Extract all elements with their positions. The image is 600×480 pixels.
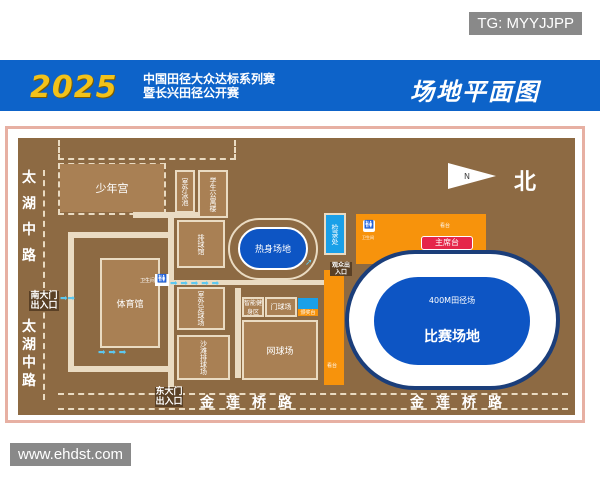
- fitness-area: 智能健身区: [242, 297, 264, 317]
- warmup-field: 热身场地: [238, 227, 308, 270]
- road-west-label-2: 太湖中路: [22, 319, 36, 389]
- route-arrow-icon: ➡➡: [60, 294, 76, 304]
- path: [168, 218, 174, 403]
- compass-letter: N: [464, 172, 470, 181]
- side-stand-label: 看台: [327, 363, 338, 369]
- path: [174, 280, 324, 285]
- page-title: 场地平面图: [410, 78, 540, 106]
- dormitory: 学生公寓楼: [198, 170, 228, 218]
- track-label: 400M田径场: [428, 296, 476, 305]
- route-arrow-icon: ➡ ➡ ➡: [98, 348, 127, 358]
- road-south-label: 金莲桥路: [200, 395, 304, 411]
- main-stand-top-label: 看台: [440, 223, 451, 229]
- path: [235, 288, 241, 378]
- path: [68, 232, 168, 238]
- gymnasium: 体育馆: [100, 258, 160, 348]
- west-road-line: [43, 170, 45, 400]
- event-year: 2025: [30, 70, 118, 105]
- restroom-icon: 🚻: [155, 274, 169, 286]
- tennis-court: 网球场: [242, 320, 318, 380]
- road-west-label: 太湖中路: [22, 170, 36, 264]
- south-road-line: [58, 408, 568, 410]
- south-gate: 南大门出入口: [29, 291, 59, 311]
- watermark-top: TG: MYYJJPP: [469, 12, 582, 35]
- competition-field: [372, 275, 532, 367]
- competition-field-label: 比赛场地: [424, 329, 480, 345]
- outdoor-pool: 室外泳池: [175, 170, 195, 213]
- main-stand: 主席台: [421, 236, 473, 250]
- event-subtitle-2: 暨长兴田径公开赛: [143, 86, 240, 100]
- check-in-desk: 检录处: [324, 213, 346, 255]
- route-arrow-icon: ➚: [305, 258, 313, 268]
- north-arrow-icon: [448, 163, 496, 189]
- east-gate: 东大门出入口: [155, 387, 183, 407]
- compass-label: 北: [514, 170, 537, 195]
- outdoor-football-field: 室外足球场: [177, 287, 225, 330]
- restroom-icon: 🚻: [363, 220, 375, 232]
- path: [133, 212, 223, 218]
- banner: [0, 60, 600, 111]
- restroom-label: 卫生间: [140, 278, 156, 284]
- gateball-court: 门球场: [265, 297, 297, 317]
- path: [68, 366, 173, 372]
- boundary-dashed: [58, 140, 236, 160]
- route-arrow-icon: ➡ ➡ ➡ ➡ ➡: [170, 279, 220, 289]
- award-podium-icon: [298, 298, 318, 309]
- volleyball-hall: 排球馆: [177, 220, 225, 268]
- south-road-line: [58, 393, 568, 395]
- road-south-label-2: 金莲桥路: [410, 395, 514, 411]
- spectator-gate: 观众出入口: [330, 262, 352, 276]
- award-podium: 颁奖台: [298, 309, 318, 316]
- beach-volleyball-court: 沙滩排球场: [177, 335, 230, 380]
- side-stand-area: [324, 270, 344, 385]
- event-subtitle-1: 中国田径大众达标系列赛: [143, 72, 276, 86]
- path: [68, 232, 74, 372]
- youth-palace: 少年宫: [60, 164, 164, 212]
- watermark-bottom: www.ehdst.com: [10, 443, 132, 466]
- restroom-label: 卫生间: [362, 235, 374, 240]
